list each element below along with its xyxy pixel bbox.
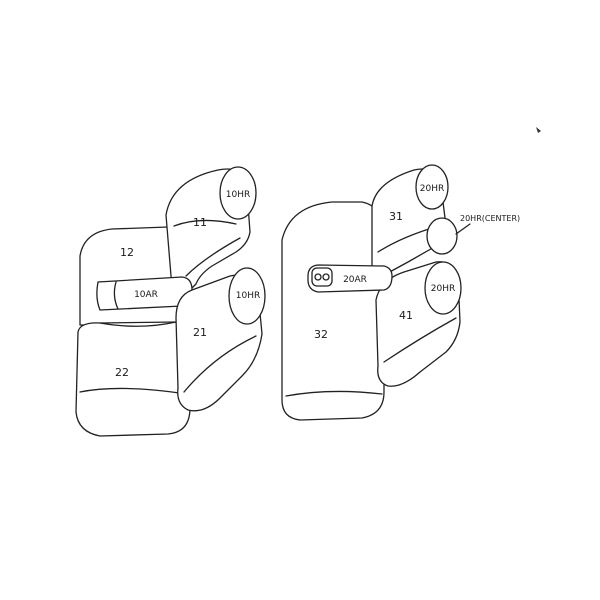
headrest-21-shape (228, 267, 266, 325)
label-headrest-31: 20HR (420, 184, 444, 194)
part-12-shape (79, 226, 183, 326)
label-part-12: 12 (120, 246, 134, 259)
part-32-shape (281, 201, 385, 421)
label-headrest-41: 20HR (431, 284, 455, 294)
label-part-21: 21 (193, 326, 207, 339)
label-armrest-10ar: 10AR (134, 290, 158, 300)
label-armrest-20ar: 20AR (343, 275, 367, 285)
center-leader-line (455, 223, 471, 235)
label-headrest-21: 10HR (236, 291, 260, 301)
label-part-31: 31 (389, 210, 403, 223)
headrest-11-shape (219, 166, 257, 220)
headrest-31-shape (415, 164, 449, 210)
headrest-41-shape (424, 261, 462, 315)
label-part-11: 11 (193, 216, 207, 229)
part-22-shape (75, 321, 191, 437)
label-part-41: 41 (399, 309, 413, 322)
label-part-32: 32 (314, 328, 328, 341)
cup-holder-shape (311, 267, 333, 287)
label-headrest-center: 20HR(CENTER) (460, 214, 520, 223)
stray-mark (536, 127, 541, 133)
label-headrest-11: 10HR (226, 190, 250, 200)
headrest-center-shape (426, 217, 458, 255)
label-part-22: 22 (115, 366, 129, 379)
